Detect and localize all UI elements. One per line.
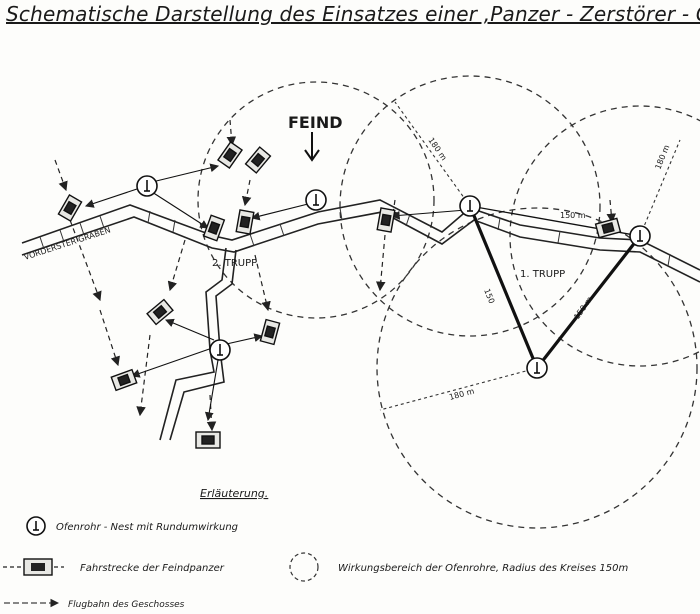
legend-range-icon [289, 552, 319, 582]
tank-icon [235, 209, 255, 235]
radius-lines [379, 101, 681, 411]
tank-icon [244, 146, 272, 174]
label-radius-1: 180 m [426, 136, 448, 162]
label-trench: VORDERSTER GRABEN [23, 225, 112, 262]
range-circle-trupp1-bottom [376, 207, 698, 529]
tank-icon [195, 431, 221, 449]
nest-icon [526, 357, 548, 379]
tank-icon [202, 214, 226, 242]
label-dist-top: 150 m [560, 211, 586, 220]
legend: Erläuterung. Ofenrohr - Nest mit Rundumw… [3, 487, 628, 610]
tank-icon [259, 318, 281, 346]
range-circle-trupp1-left [339, 75, 601, 337]
legend-trajectory-text: Flugbahn des Geschosses [68, 600, 185, 610]
projectile-trajectories [84, 163, 467, 422]
feind-arrow [304, 132, 320, 162]
tank-icon [146, 298, 174, 326]
nest-icon [459, 195, 481, 217]
legend-range-text: Wirkungsbereich der Ofenrohre, Radius de… [338, 563, 628, 574]
tank-icon [110, 368, 138, 392]
range-circle-trupp1-right [509, 105, 700, 367]
label-radius-3: 180 m [448, 387, 475, 402]
tank-icon [57, 194, 83, 222]
legend-tank-icon [3, 558, 64, 576]
label-trupp1: 1. TRUPP [520, 269, 565, 280]
tank-icon [216, 140, 244, 170]
enemy-tanks [57, 140, 622, 449]
trench-hatching [39, 207, 671, 267]
diagram-title: Schematische Darstellung des Einsatzes e… [6, 2, 700, 26]
legend-tank-text: Fahrstrecke der Feindpanzer [80, 563, 225, 574]
range-circles [197, 75, 700, 529]
label-dist-right: 150 m [572, 295, 594, 321]
front-trench [21, 199, 700, 283]
label-trupp2: 2. TRUPP [212, 258, 257, 269]
tank-icon [594, 217, 622, 239]
ofenrohr-nests [136, 175, 651, 379]
legend-nest-icon [26, 516, 46, 536]
nest-icon [209, 339, 231, 361]
label-feind: FEIND [288, 113, 342, 132]
legend-heading: Erläuterung. [200, 487, 268, 500]
range-circle-center-nest [197, 81, 435, 319]
enemy-tank-paths [54, 119, 617, 432]
nest-icon [629, 225, 651, 247]
nest-icon [136, 175, 158, 197]
tank-icon [376, 207, 396, 233]
legend-nest-text: Ofenrohr - Nest mit Rundumwirkung [56, 522, 238, 533]
label-radius-2: 180 m [654, 143, 672, 170]
label-dist-left: 150 [482, 287, 496, 305]
nest-icon [305, 189, 327, 211]
trupp1-triangle [468, 205, 642, 369]
